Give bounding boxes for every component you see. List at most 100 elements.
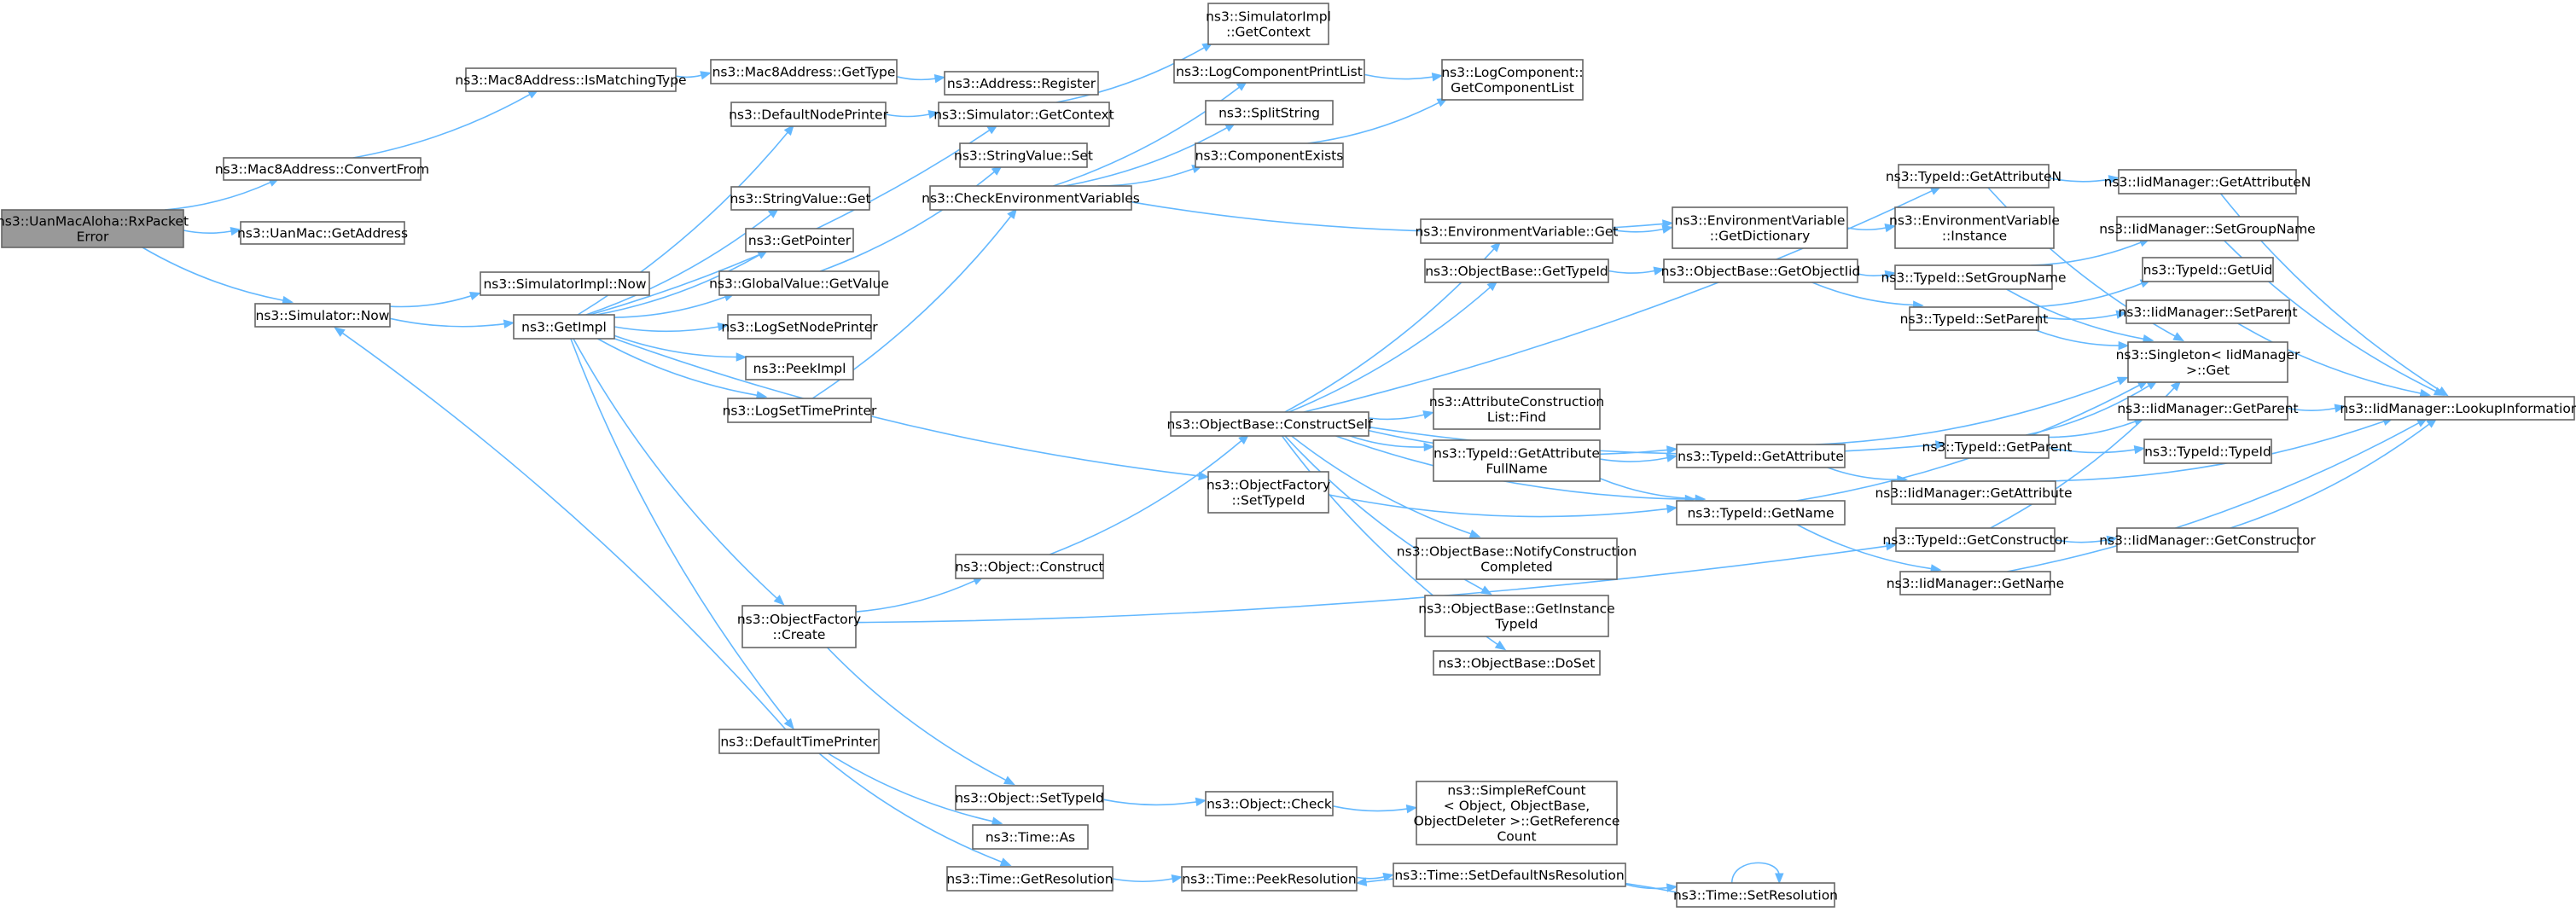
node-register[interactable]: ns3::Address::Register — [944, 71, 1099, 96]
node-getobjectiid[interactable]: ns3::ObjectBase::GetObjectIid — [1661, 258, 1861, 283]
edge-arrowhead — [2118, 340, 2130, 351]
node-envvarget[interactable]: ns3::EnvironmentVariable::Get — [1415, 218, 1619, 244]
edge-typeidsetparent-to-singletonget — [2035, 329, 2130, 351]
node-label-line: ns3::TypeId::GetName — [1687, 506, 1834, 521]
node-simnow[interactable]: ns3::Simulator::Now — [254, 303, 391, 328]
node-typeidtypeid[interactable]: ns3::TypeId::TypeId — [2143, 439, 2272, 464]
node-label-line: ns3::UanMac::GetAddress — [237, 226, 408, 241]
node-box — [718, 729, 880, 754]
edge-line — [2287, 407, 2336, 411]
node-iidgetname[interactable]: ns3::IidManager::GetName — [1887, 571, 2064, 595]
node-logcompprintlist[interactable]: ns3::LogComponentPrintList — [1173, 59, 1365, 84]
node-typeidgetparent[interactable]: ns3::TypeId::GetParent — [1922, 434, 2073, 459]
node-box — [741, 605, 857, 648]
node-iidgetattrn[interactable]: ns3::IidManager::GetAttributeN — [2104, 169, 2311, 195]
edge-line — [1049, 439, 1242, 555]
node-getpointer[interactable]: ns3::GetPointer — [745, 228, 854, 253]
node-box — [1170, 411, 1369, 437]
node-iidsetparent[interactable]: ns3::IidManager::SetParent — [2118, 299, 2298, 324]
node-checkenv[interactable]: ns3::CheckEnvironmentVariables — [922, 185, 1140, 211]
node-doset[interactable]: ns3::ObjectBase::DoSet — [1433, 650, 1601, 676]
edge-line — [826, 647, 1007, 781]
node-typeidgetattr[interactable]: ns3::TypeId::GetAttribute — [1676, 444, 1846, 468]
node-typeidsetgroup[interactable]: ns3::TypeId::SetGroupName — [1881, 264, 2067, 290]
node-box — [1909, 306, 2039, 331]
node-timeas[interactable]: ns3::Time::As — [972, 824, 1089, 850]
edge-line — [164, 182, 271, 211]
node-iidgetctor[interactable]: ns3::IidManager::GetConstructor — [2099, 527, 2316, 553]
node-typeidsetparent[interactable]: ns3::TypeId::SetParent — [1900, 306, 2049, 331]
node-logsettime[interactable]: ns3::LogSetTimePrinter — [723, 398, 877, 423]
node-objfactcreate[interactable]: ns3::ObjectFactory::Create — [737, 605, 861, 648]
node-simimplgetctx[interactable]: ns3::SimulatorImpl::GetContext — [1206, 3, 1331, 45]
node-typeidgetuid[interactable]: ns3::TypeId::GetUid — [2142, 257, 2274, 282]
edge-line — [1350, 435, 1425, 448]
node-label-line: FullName — [1486, 462, 1547, 477]
node-objsettypeid[interactable]: ns3::Object::SetTypeId — [955, 785, 1104, 810]
node-peekimpl[interactable]: ns3::PeekImpl — [745, 356, 854, 380]
node-deftimeprinter[interactable]: ns3::DefaultTimePrinter — [718, 729, 880, 754]
edge-arrowhead — [700, 71, 712, 80]
node-timesetres[interactable]: ns3::Time::SetResolution — [1673, 882, 1838, 908]
node-iidgetparent[interactable]: ns3::IidManager::GetParent — [2117, 396, 2299, 421]
node-iidgetattr[interactable]: ns3::IidManager::GetAttribute — [1875, 480, 2073, 505]
node-typeidgetname[interactable]: ns3::TypeId::GetName — [1676, 500, 1846, 526]
node-getimpl[interactable]: ns3::GetImpl — [513, 314, 615, 340]
edge-arrowhead — [1775, 873, 1784, 885]
node-label-line: ns3::Time::PeekResolution — [1182, 872, 1356, 887]
node-typeidgetattrn[interactable]: ns3::TypeId::GetAttributeN — [1886, 164, 2061, 189]
node-singletonget[interactable]: ns3::Singleton< IidManager>::Get — [2116, 341, 2300, 383]
node-simgetctx[interactable]: ns3::Simulator::GetContext — [933, 102, 1114, 127]
node-splitstring[interactable]: ns3::SplitString — [1205, 100, 1334, 125]
node-timegetres[interactable]: ns3::Time::GetResolution — [946, 866, 1114, 892]
node-iidsetgroup[interactable]: ns3::IidManager::SetGroupName — [2099, 216, 2316, 241]
node-objconstruct[interactable]: ns3::Object::Construct — [955, 554, 1104, 579]
node-constructself[interactable]: ns3::ObjectBase::ConstructSelf — [1166, 411, 1373, 437]
node-objbasegettypeid[interactable]: ns3::ObjectBase::GetTypeId — [1424, 258, 1609, 283]
node-stringvalueget[interactable]: ns3::StringValue::Get — [730, 186, 871, 211]
edge-deftimeprinter-to-timeas — [827, 752, 1003, 826]
node-stringvalueset[interactable]: ns3::StringValue::Set — [954, 142, 1093, 168]
node-typeidgetctor[interactable]: ns3::TypeId::GetConstructor — [1882, 527, 2068, 552]
node-globalvalue[interactable]: ns3::GlobalValue::GetValue — [709, 270, 889, 296]
node-uangetaddr[interactable]: ns3::UanMac::GetAddress — [237, 221, 408, 245]
edge-arrowhead — [2419, 388, 2432, 398]
node-setdefaultnsres[interactable]: ns3::Time::SetDefaultNsResolution — [1393, 863, 1626, 887]
node-label-line: ns3::IidManager::GetAttributeN — [2104, 175, 2311, 190]
edge-line — [352, 94, 531, 159]
node-simplerefcount[interactable]: ns3::SimpleRefCount< Object, ObjectBase,… — [1414, 781, 1620, 845]
edge-line — [2048, 421, 2136, 439]
node-defnodeprinter[interactable]: ns3::DefaultNodePrinter — [729, 102, 889, 127]
node-gettype[interactable]: ns3::Mac8Address::GetType — [710, 59, 898, 84]
edge-timesetres-to-timesetres — [1730, 862, 1784, 885]
node-label-line: ns3::SimulatorImpl::Now — [483, 276, 646, 292]
node-label-line: ns3::TypeId::GetAttribute — [1678, 449, 1844, 464]
node-ismatching[interactable]: ns3::Mac8Address::IsMatchingType — [455, 67, 687, 92]
edge-line — [1599, 456, 1668, 462]
node-simimplnow[interactable]: ns3::SimulatorImpl::Now — [480, 271, 650, 296]
node-box — [955, 785, 1104, 810]
edge-line — [1815, 380, 2120, 445]
node-logsetnode[interactable]: ns3::LogSetNodePrinter — [721, 314, 878, 340]
edge-arrowhead — [1661, 224, 1674, 234]
node-notifyconstruct[interactable]: ns3::ObjectBase::NotifyConstructionCompl… — [1397, 537, 1637, 580]
node-logcompgetlist[interactable]: ns3::LogComponent::GetComponentList — [1441, 59, 1584, 101]
edge-arrowhead — [1935, 440, 1947, 450]
node-timepeekres[interactable]: ns3::Time::PeekResolution — [1181, 866, 1358, 892]
node-objcheck[interactable]: ns3::Object::Check — [1205, 791, 1334, 816]
node-envvargetdict[interactable]: ns3::EnvironmentVariable::GetDictionary — [1672, 206, 1848, 249]
edge-line — [1307, 102, 1439, 144]
node-objfactsettypeid[interactable]: ns3::ObjectFactory::SetTypeId — [1207, 471, 1330, 514]
node-convertfrom[interactable]: ns3::Mac8Address::ConvertFrom — [215, 157, 429, 181]
node-compexists[interactable]: ns3::ComponentExists — [1195, 142, 1344, 168]
node-label-line: ns3::Time::SetDefaultNsResolution — [1394, 868, 1624, 883]
node-envvarinstance[interactable]: ns3::EnvironmentVariable::Instance — [1889, 206, 2060, 249]
edge-getimpl-to-deftimeprinter — [570, 338, 794, 730]
node-lookupinfo[interactable]: ns3::IidManager::LookupInformation — [2340, 396, 2576, 421]
node-label-line: ns3::ComponentExists — [1195, 148, 1344, 164]
